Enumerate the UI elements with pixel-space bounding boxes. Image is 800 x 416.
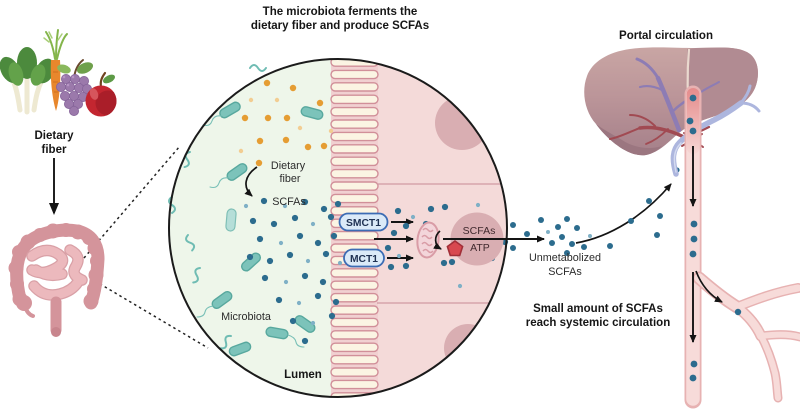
fermentation-arrow xyxy=(244,166,258,197)
unmetabolized-label-line2: SCFAs xyxy=(548,266,582,278)
lumen-scfas-label: SCFAs xyxy=(272,196,306,208)
cell-scfas-label: SCFAs xyxy=(463,225,496,237)
intestine-icon xyxy=(8,223,105,337)
portal-circulation-title: Portal circulation xyxy=(619,30,713,42)
to-portal-vein-arrow xyxy=(575,183,672,244)
microbiota-label: Microbiota xyxy=(221,311,271,323)
hepatic-vein-icon xyxy=(635,57,720,133)
smct1-transporter: SMCT1 xyxy=(338,212,389,232)
atp-pentagon-icon xyxy=(446,240,464,257)
dietary-fiber-heading-line1: Dietary xyxy=(35,130,75,142)
scfa-dots-unmetabolized xyxy=(510,216,592,256)
lumen-dietary-fiber-label-line2: fiber xyxy=(279,173,300,185)
scfa-dots-vessel xyxy=(686,94,742,382)
bacteria-icon xyxy=(168,64,325,358)
carrot-icon xyxy=(43,29,68,111)
grapes-icon xyxy=(56,59,94,117)
mct1-label: MCT1 xyxy=(350,254,378,265)
scfa-dots-cell xyxy=(384,202,509,289)
mct1-transporter: MCT1 xyxy=(343,248,385,268)
systemic-label-line1: Small amount of SCFAs xyxy=(533,303,663,315)
apple-icon xyxy=(85,71,117,117)
atp-production-arrow xyxy=(433,230,442,250)
magnified-view-border xyxy=(168,58,508,398)
dietary-fiber-dots xyxy=(238,79,334,167)
lumen-label: Lumen xyxy=(284,369,322,381)
cell-atp-label: ATP xyxy=(470,242,490,254)
systemic-label-line2: reach systemic circulation xyxy=(526,317,670,329)
systemic-vessel-icon xyxy=(684,85,800,409)
leafy-greens-icon xyxy=(0,47,55,115)
scfa-dots-lumen xyxy=(243,197,343,345)
figure-title-line2: dietary fiber and produce SCFAs xyxy=(251,20,429,32)
dietary-fiber-heading-line2: fiber xyxy=(42,144,67,156)
vessel-flow-arrows xyxy=(689,146,723,343)
transport-arrows xyxy=(374,218,414,262)
lumen-dietary-fiber-label-line1: Dietary xyxy=(271,160,306,172)
smct1-label: SMCT1 xyxy=(346,218,381,229)
liver-icon xyxy=(584,47,758,156)
unmetabolized-label-line1: Unmetabolized xyxy=(529,252,601,264)
zoom-connector-lines xyxy=(83,145,209,349)
scfa-dots-to-portal xyxy=(607,167,680,249)
figure-title-line1: The microbiota ferments the xyxy=(263,6,418,18)
